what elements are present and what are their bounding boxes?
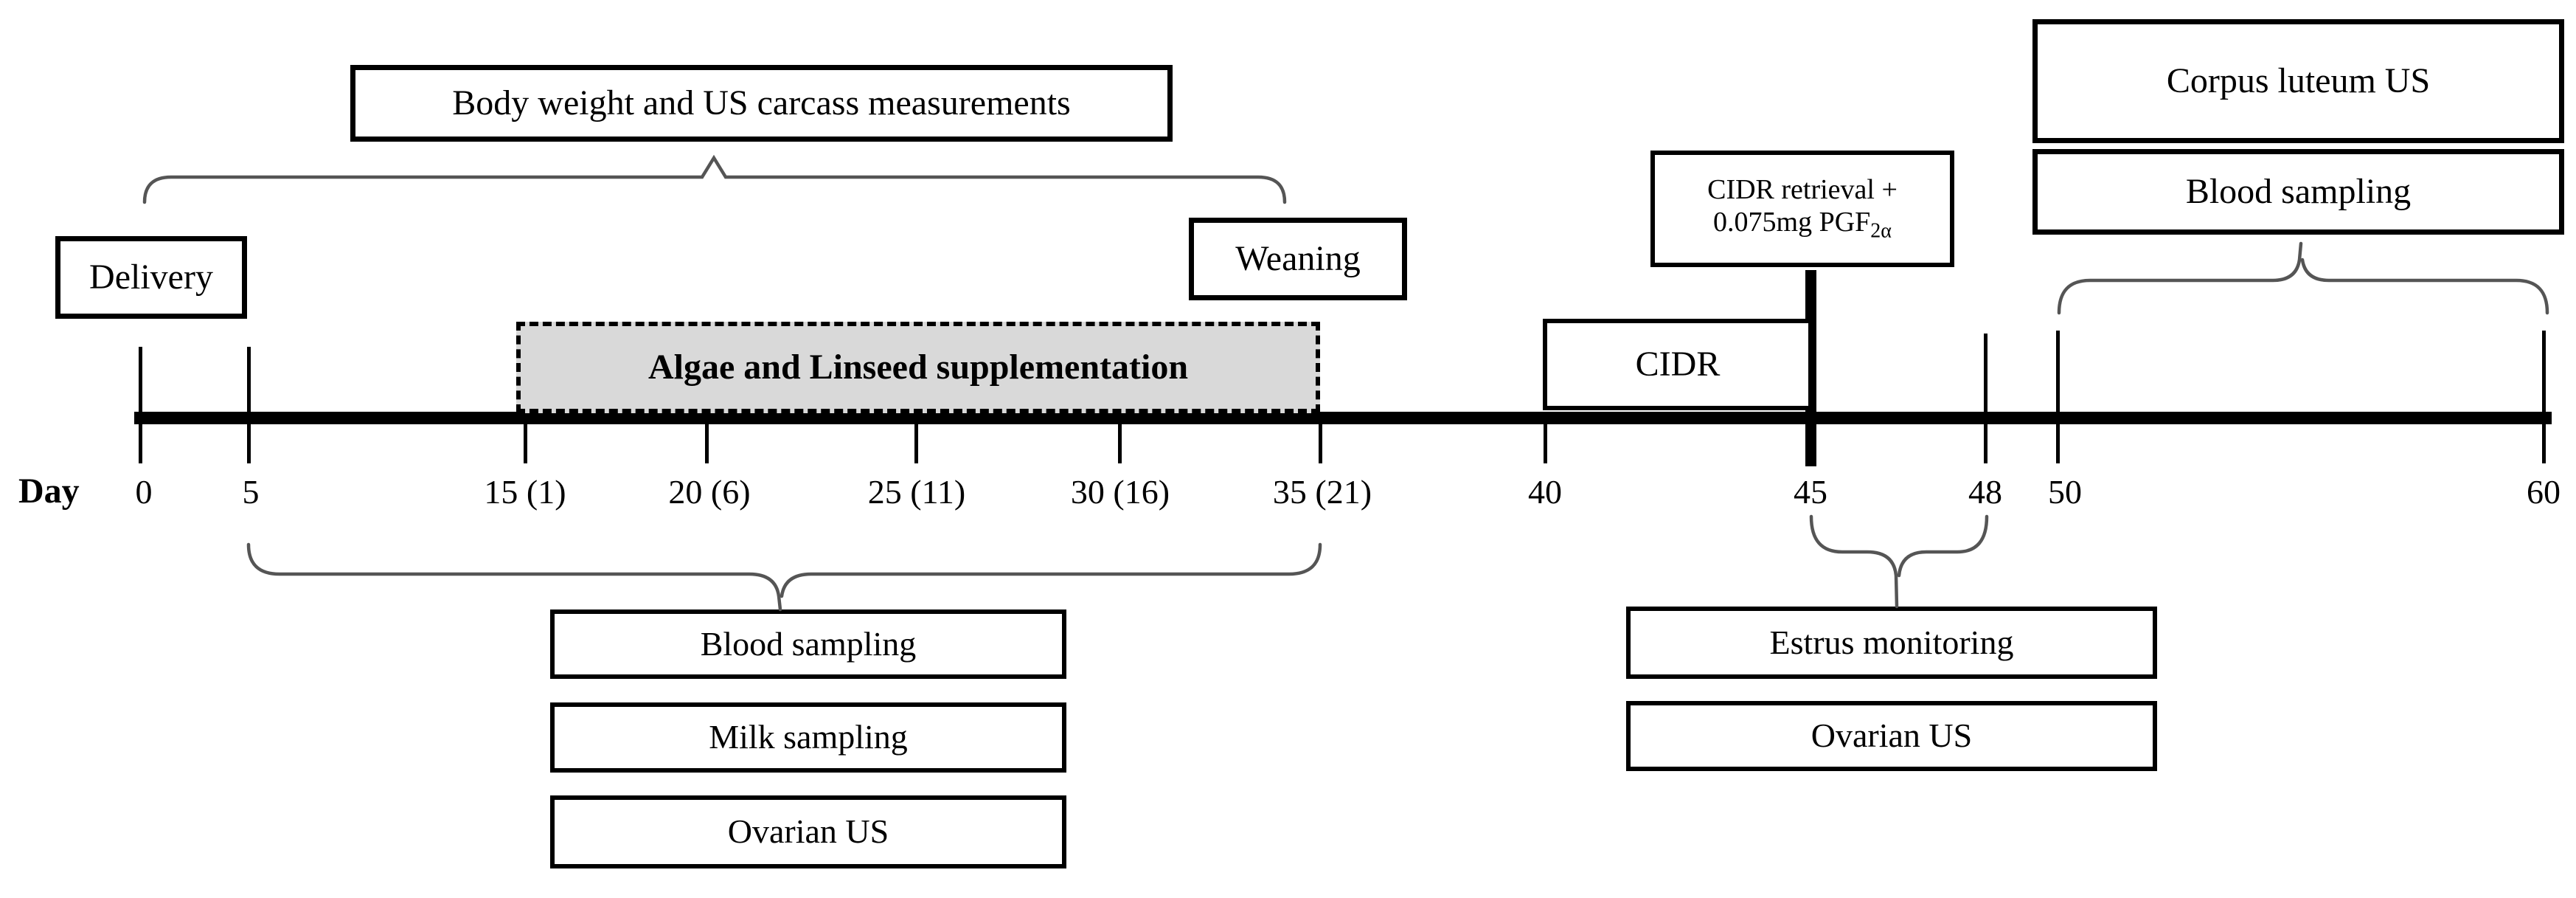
day-label-0: 0: [135, 473, 153, 511]
milk-sampling-label: Milk sampling: [709, 718, 908, 756]
brace-estrus: [1809, 514, 1989, 609]
algae-linseed-label: Algae and Linseed supplementation: [648, 348, 1189, 387]
blood-sampling-left-box: Blood sampling: [550, 609, 1066, 679]
day-label-50: 50: [2048, 473, 2082, 511]
day-label-60: 60: [2527, 473, 2561, 511]
weaning-label: Weaning: [1235, 239, 1361, 279]
corpus-luteum-box: Corpus luteum US: [2032, 19, 2564, 143]
brace-sampling-left: [246, 542, 1322, 612]
day-label-35: 35 (21): [1272, 473, 1372, 511]
blood-sampling-top-label: Blood sampling: [2185, 172, 2412, 212]
brace-body-weight: [142, 154, 1287, 204]
delivery-box: Delivery: [55, 236, 247, 319]
tick-below-day-5: [247, 424, 251, 463]
estrus-monitoring-box: Estrus monitoring: [1626, 607, 2157, 679]
timeline-axis: [134, 412, 2552, 424]
day-label-20: 20 (6): [668, 473, 751, 511]
day-label-5: 5: [242, 473, 260, 511]
tick-above-day-48: [1984, 334, 1987, 412]
brace-corpus-blood: [2057, 241, 2549, 315]
tick-below-day-48: [1984, 424, 1987, 463]
day-label-40: 40: [1528, 473, 1562, 511]
axis-title-day: Day: [18, 472, 80, 511]
tick-below-day-15: [524, 424, 527, 463]
estrus-monitoring-label: Estrus monitoring: [1769, 623, 2014, 661]
milk-sampling-box: Milk sampling: [550, 702, 1066, 773]
tick-below-day-25: [914, 424, 918, 463]
cidr-retrieval-line2: 0.075mg PGF2α: [1713, 206, 1892, 243]
corpus-luteum-label: Corpus luteum US: [2166, 61, 2431, 101]
cidr-retrieval-line1: CIDR retrieval +: [1707, 174, 1898, 206]
tick-below-day-50: [2056, 424, 2060, 463]
pgf-subscript: 2α: [1870, 219, 1892, 243]
day-label-45: 45: [1794, 473, 1827, 511]
algae-linseed-box: Algae and Linseed supplementation: [516, 322, 1320, 413]
day-label-30: 30 (16): [1070, 473, 1170, 511]
tick-above-day-50: [2056, 331, 2060, 412]
body-weight-box: Body weight and US carcass measurements: [350, 65, 1173, 142]
ovarian-us-left-box: Ovarian US: [550, 795, 1066, 868]
tick-below-day-30: [1118, 424, 1122, 463]
delivery-label: Delivery: [89, 258, 213, 297]
cidr-retrieval-box: CIDR retrieval + 0.075mg PGF2α: [1650, 151, 1954, 267]
day-label-48: 48: [1968, 473, 2002, 511]
blood-sampling-left-label: Blood sampling: [700, 624, 917, 663]
tick-below-day-60: [2542, 424, 2546, 463]
tick-above-day-60: [2542, 331, 2546, 412]
day-label-25: 25 (11): [867, 473, 966, 511]
cidr-label: CIDR: [1635, 345, 1721, 384]
tick-above-day-0: [139, 347, 142, 412]
ovarian-us-right-box: Ovarian US: [1626, 701, 2157, 771]
tick-below-day-40: [1544, 424, 1547, 463]
tick-below-day-0: [139, 424, 142, 463]
blood-sampling-top-box: Blood sampling: [2032, 149, 2564, 235]
weaning-box: Weaning: [1189, 218, 1407, 300]
tick-above-day-5: [247, 347, 251, 412]
tick-below-day-20: [705, 424, 709, 463]
cidr-box: CIDR: [1543, 319, 1813, 410]
ovarian-us-left-label: Ovarian US: [727, 812, 889, 851]
tick-below-day-35: [1319, 424, 1322, 463]
day-label-15: 15 (1): [484, 473, 566, 511]
body-weight-label: Body weight and US carcass measurements: [452, 83, 1071, 123]
ovarian-us-right-label: Ovarian US: [1811, 716, 1973, 755]
